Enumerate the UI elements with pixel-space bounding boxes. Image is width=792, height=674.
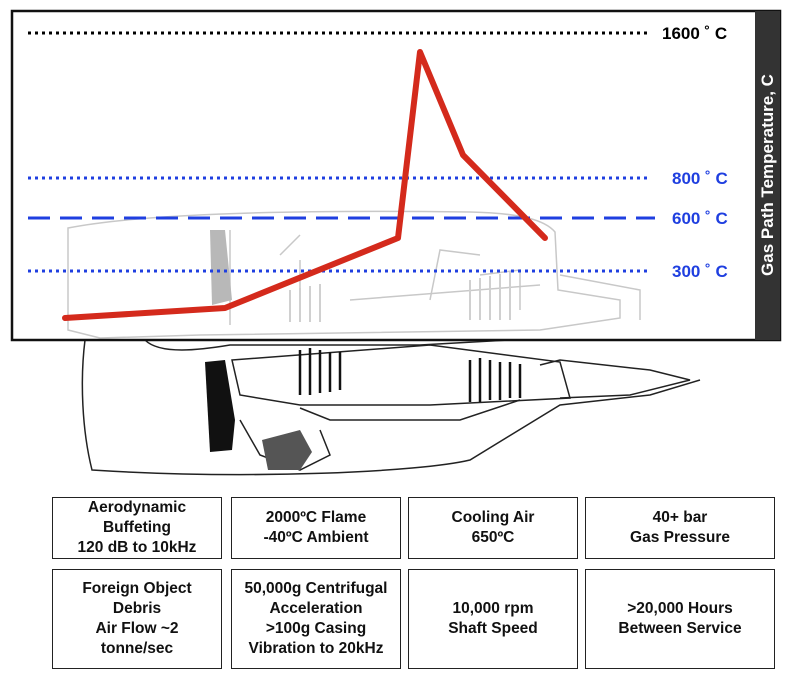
- condition-line: -40ºC Ambient: [263, 529, 369, 546]
- condition-line: 10,000 rpm: [452, 600, 534, 617]
- y-axis-label: Gas Path Temperature, C: [758, 74, 777, 276]
- condition-line: Acceleration: [269, 600, 363, 617]
- condition-box: 2000ºC Flame -40ºC Ambient: [231, 497, 401, 559]
- condition-line: Debris: [112, 600, 162, 617]
- condition-line: 50,000g Centrifugal: [244, 580, 388, 597]
- gearbox: [262, 430, 312, 470]
- condition-line: 650ºC: [471, 529, 515, 546]
- level-label-800: 800 ˚ C: [672, 169, 728, 188]
- condition-line: Vibration to 20kHz: [248, 640, 384, 657]
- condition-line: Air Flow ~2: [95, 620, 179, 637]
- fan-blade: [205, 360, 235, 452]
- condition-line: 120 dB to 10kHz: [77, 539, 197, 556]
- engine-lower-section: [81, 339, 701, 476]
- condition-line: >20,000 Hours: [627, 600, 733, 617]
- condition-lines: Cooling Air 650ºC: [452, 508, 535, 548]
- condition-line: Gas Pressure: [630, 529, 730, 546]
- condition-line: >100g Casing: [265, 620, 367, 637]
- condition-lines: 2000ºC Flame -40ºC Ambient: [264, 508, 369, 548]
- level-label-1600: 1600 ˚ C: [662, 24, 727, 43]
- engine-faint-blades: [289, 272, 511, 322]
- condition-box: Cooling Air 650ºC: [408, 497, 578, 559]
- condition-line: Foreign Object: [82, 580, 192, 597]
- level-label-600: 600 ˚ C: [672, 209, 728, 228]
- condition-line: Aerodynamic: [87, 499, 187, 516]
- condition-line: 2000ºC Flame: [265, 509, 367, 526]
- temperature-axis-band: [755, 11, 780, 340]
- condition-line: Shaft Speed: [448, 620, 538, 637]
- condition-line: Between Service: [618, 620, 742, 637]
- fan-blade-faint: [210, 230, 232, 305]
- temperature-curve: [62, 49, 548, 321]
- condition-line: Buffeting: [102, 519, 171, 536]
- engine-faint-outline: [67, 210, 641, 339]
- level-label-300: 300 ˚ C: [672, 262, 728, 281]
- condition-line: Cooling Air: [451, 509, 535, 526]
- condition-line: 40+ bar: [652, 509, 708, 526]
- chart-frame: [10, 9, 782, 342]
- condition-line: tonne/sec: [100, 640, 174, 657]
- engine-lower-blades: [298, 348, 522, 402]
